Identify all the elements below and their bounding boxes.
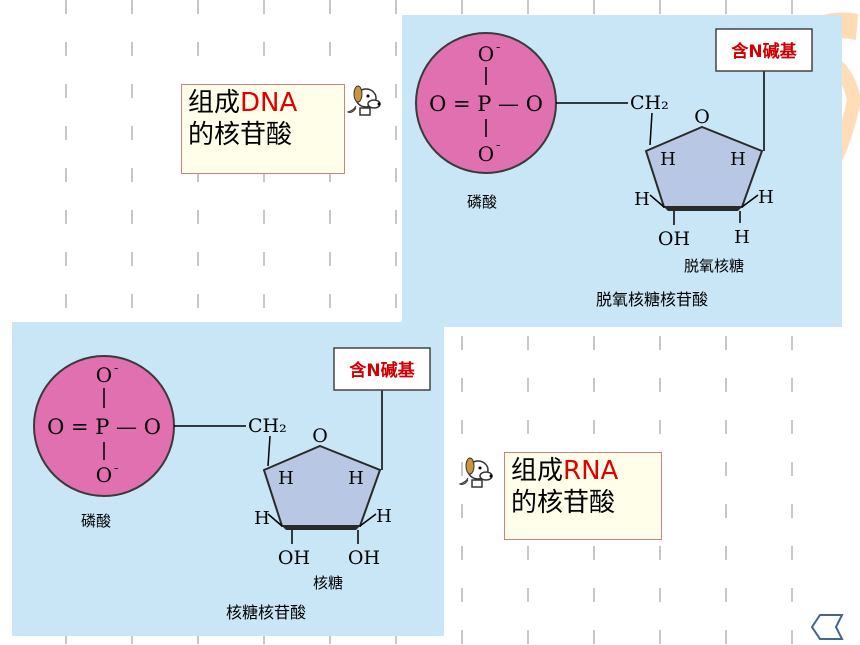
panel-caption: 脱氧核糖核苷酸: [596, 290, 708, 309]
svg-text:-: -: [114, 361, 118, 376]
dog-icon: [458, 457, 493, 488]
phosphate-label: 磷酸: [467, 193, 497, 211]
h-right: H: [348, 468, 364, 489]
h-lower-right: H: [758, 187, 774, 208]
nitrogen-base-label: 含N碱基: [349, 360, 415, 381]
dna-nucleotide-diagram: O - O = P — O O - 磷酸 CH₂ O H H H H OH H …: [402, 15, 842, 327]
callout-line2: 的核苷酸: [511, 488, 616, 518]
nitrogen-base-box: [715, 28, 813, 72]
dna-callout: 组成DNA 的核苷酸: [181, 84, 345, 174]
dog-icon: [346, 85, 381, 116]
panel-caption: 核糖核苷酸: [226, 603, 306, 622]
phosphate-top-o: O: [96, 363, 112, 387]
callout-highlight: DNA: [240, 88, 298, 118]
callout-line2: 的核苷酸: [188, 120, 293, 150]
sugar-label: 核糖: [313, 574, 343, 592]
phosphate-bottom-o: O: [96, 463, 112, 487]
prev-page-icon[interactable]: [810, 613, 844, 641]
c3-hydroxyl: OH: [278, 547, 310, 569]
nitrogen-base-label: 含N碱基: [731, 41, 797, 62]
h-right: H: [730, 149, 746, 170]
c2-hydroxyl: OH: [348, 547, 380, 569]
phosphate-top-o: O: [478, 42, 494, 66]
ring-oxygen: O: [312, 425, 328, 447]
callout-prefix: 组成: [511, 456, 564, 486]
sugar-ch2: CH₂: [248, 415, 287, 437]
h-left: H: [278, 468, 294, 489]
svg-text:-: -: [496, 40, 500, 55]
callout-highlight: RNA: [563, 456, 619, 486]
rna-callout: 组成RNA 的核苷酸: [504, 452, 662, 540]
phosphate-middle: O = P — O: [429, 92, 543, 116]
sugar-ch2: CH₂: [630, 92, 669, 114]
svg-text:-: -: [114, 461, 118, 476]
h-lower-left: H: [634, 189, 650, 210]
nitrogen-base-box: [333, 347, 431, 391]
callout-prefix: 组成: [188, 88, 241, 118]
svg-text:-: -: [496, 138, 500, 153]
phosphate-middle: O = P — O: [47, 415, 161, 439]
phosphate-bottom-o: O: [478, 142, 494, 166]
h-left: H: [660, 149, 676, 170]
sugar-label: 脱氧核糖: [684, 257, 744, 275]
c3-hydroxyl: OH: [658, 228, 690, 250]
ring-oxygen: O: [694, 106, 710, 128]
h-lower-right: H: [376, 506, 392, 527]
phosphate-label: 磷酸: [81, 512, 111, 530]
c2-hydrogen: H: [734, 227, 750, 248]
h-lower-left: H: [254, 508, 270, 529]
rna-nucleotide-diagram: O - O = P — O O - 磷酸 CH₂ O H H H H OH OH…: [12, 322, 444, 636]
